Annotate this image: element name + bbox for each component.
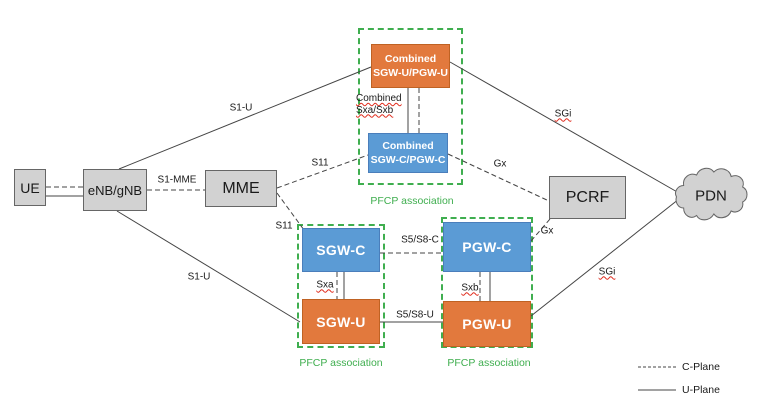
edge-label-sgi-top: SGi — [554, 108, 572, 120]
node-pcrf-label: PCRF — [565, 188, 610, 206]
node-combined-sgwc-pgwc-label: Combined SGW-C/PGW-C — [370, 139, 446, 166]
pfcp-group-frame-pgw — [441, 217, 533, 348]
node-sgw-c-label: SGW-C — [316, 242, 366, 258]
edge-pgwc-pcrf-gx — [530, 218, 551, 242]
pfcp-group-frame-combined — [358, 28, 463, 185]
edge-enb-sgwu-s1u — [116, 210, 301, 323]
edge-combu-pdn-sgi — [449, 61, 680, 194]
edge-label-s5s8-u: S5/S8-U — [396, 309, 434, 321]
node-combined-sgwu-pgwu: Combined SGW-U/PGW-U — [371, 44, 450, 88]
pfcp-caption-sgw: PFCP association — [299, 357, 383, 369]
edge-label-sxa: Sxa — [316, 279, 334, 291]
node-ue: UE — [14, 169, 46, 206]
node-pgw-c: PGW-C — [443, 222, 531, 272]
legend-uplane-label: U-Plane — [682, 384, 720, 396]
node-pdn-label: PDN — [695, 187, 727, 205]
edge-label-gx-bottom: Gx — [540, 225, 554, 237]
node-pgw-u: PGW-U — [443, 301, 531, 347]
node-combined-sgwc-pgwc: Combined SGW-C/PGW-C — [368, 133, 448, 173]
node-mme-label: MME — [222, 179, 260, 197]
edge-label-combined-sxa-sxb: Combined Sxa/Sxb — [356, 93, 402, 116]
legend-cplane-label: C-Plane — [682, 361, 720, 373]
edge-label-sgi-bottom: SGi — [598, 266, 616, 278]
node-sgw-c: SGW-C — [302, 228, 380, 272]
node-enb: eNB/gNB — [83, 169, 147, 211]
pfcp-caption-combined: PFCP association — [370, 195, 454, 207]
edge-mme-combc-s11 — [276, 154, 369, 189]
edge-label-s1mme: S1-MME — [157, 174, 197, 186]
pdn-cloud-shape — [675, 167, 748, 221]
edge-label-sxb: Sxb — [461, 282, 479, 294]
node-sgw-u: SGW-U — [302, 299, 380, 344]
edge-label-s1u-bottom: S1-U — [187, 271, 211, 283]
node-enb-label: eNB/gNB — [87, 182, 143, 198]
edge-label-gx-top: Gx — [493, 158, 507, 170]
pfcp-group-frame-sgw — [297, 224, 385, 348]
edge-pgwu-pdn-sgi — [530, 198, 680, 317]
edge-label-s1u-top: S1-U — [229, 102, 253, 114]
node-pgw-c-label: PGW-C — [462, 239, 512, 255]
node-pcrf: PCRF — [549, 176, 626, 219]
node-ue-label: UE — [20, 179, 40, 196]
edge-label-s5s8-c: S5/S8-C — [401, 234, 439, 246]
node-mme: MME — [205, 170, 277, 207]
pfcp-caption-pgw: PFCP association — [447, 357, 531, 369]
edge-label-s11-bottom: S11 — [275, 220, 293, 232]
edge-combc-pcrf-gx — [447, 153, 550, 202]
edge-enb-combu-s1u — [118, 66, 372, 170]
node-sgw-u-label: SGW-U — [316, 313, 366, 330]
edge-label-s11-top: S11 — [311, 157, 329, 169]
node-combined-sgwu-pgwu-label: Combined SGW-U/PGW-U — [373, 52, 448, 79]
node-pgw-u-label: PGW-U — [462, 316, 512, 332]
